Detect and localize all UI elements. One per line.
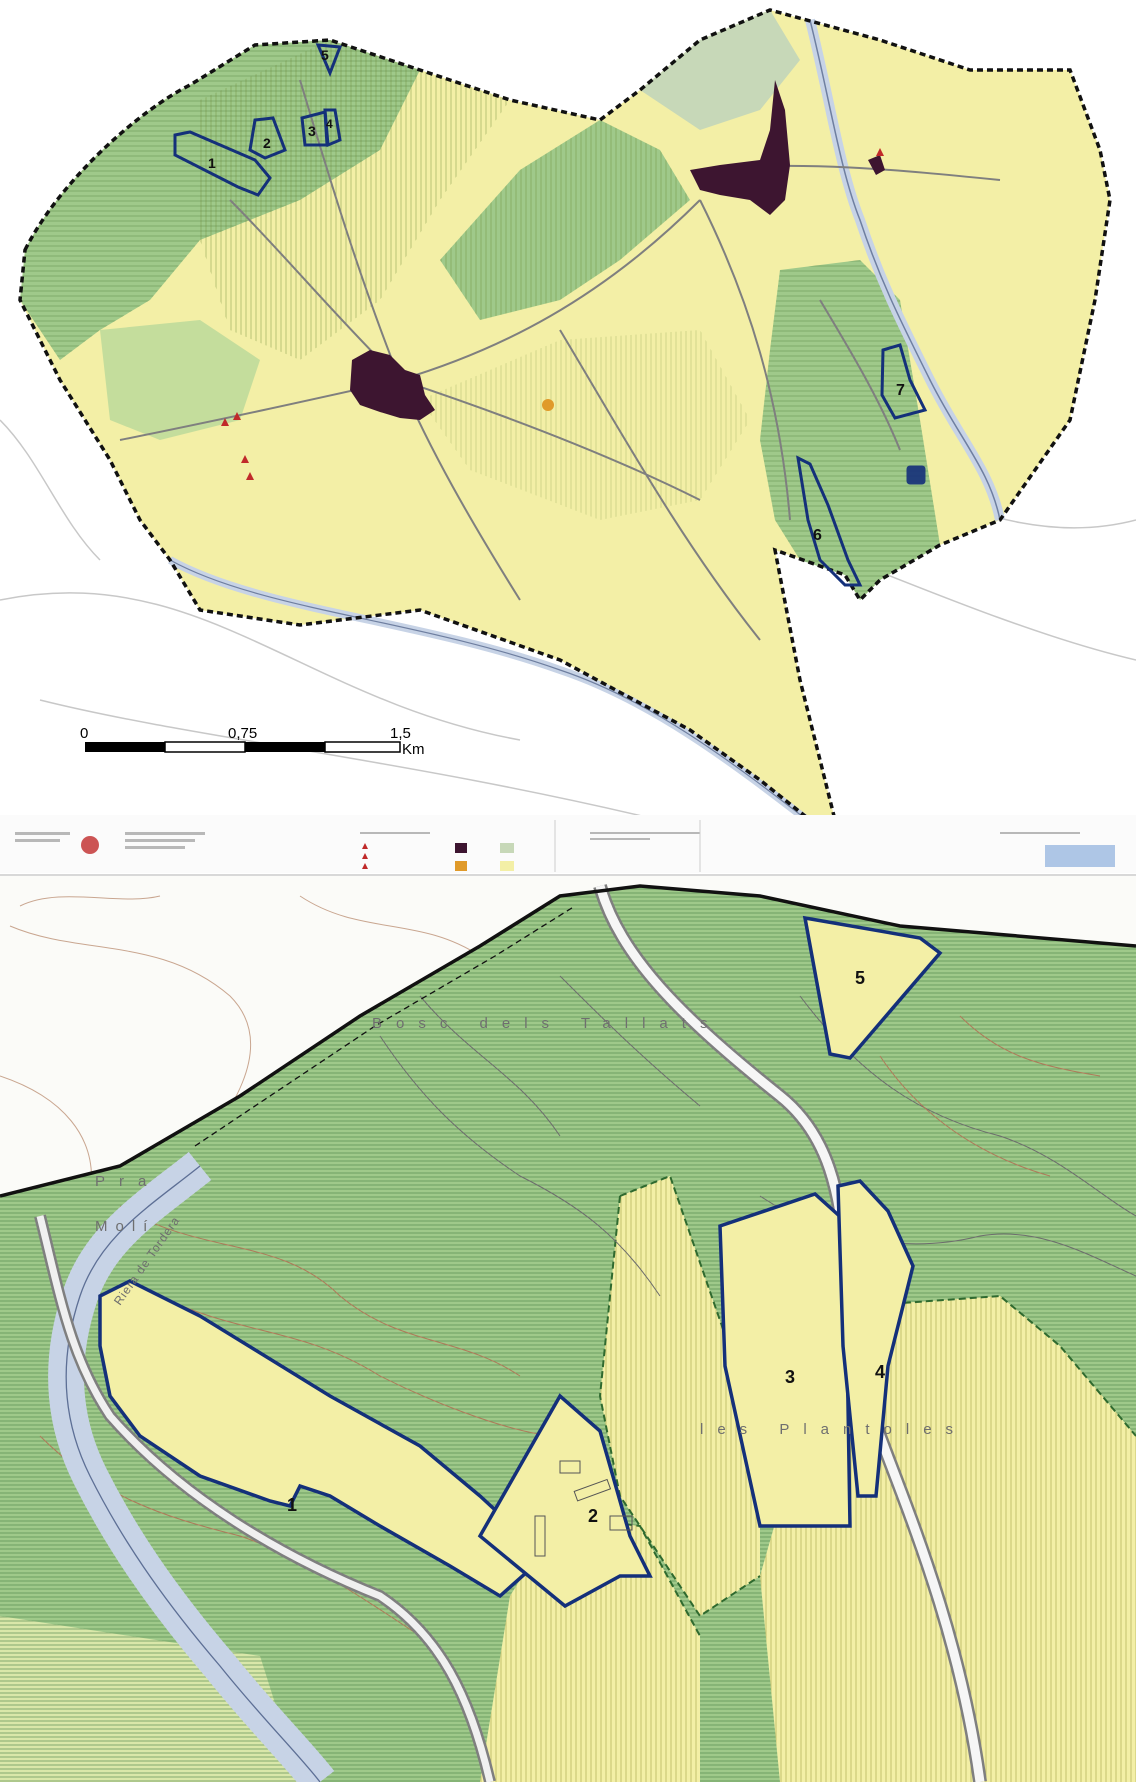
- municipal-boundary-detail: [0, 884, 1136, 1198]
- urban-areas: [350, 80, 885, 420]
- place-name-pra: Pra: [95, 1173, 160, 1190]
- map-legend: [0, 815, 1136, 873]
- scale-bar: 0 0,75 1,5 Km: [80, 725, 425, 758]
- zone-2: [477, 1393, 653, 1609]
- legend-crop-swatch: [500, 861, 514, 871]
- detail-map: 1 2 3 4 5 Bosc dels Tallats les Plantole…: [0, 876, 1136, 1782]
- zone-5: [802, 915, 943, 1060]
- overview-zone-label-6: 6: [813, 527, 822, 544]
- detail-zone-labels: 1 2 3 4 5: [287, 968, 885, 1526]
- municipal-seal: [81, 836, 99, 854]
- legend-stamp: [1045, 845, 1115, 867]
- buildings: [534, 1460, 633, 1557]
- overview-zone-2: [248, 116, 287, 160]
- zone-3: [718, 1192, 852, 1528]
- overview-zone-1: [173, 130, 272, 197]
- overview-zone-7: [880, 343, 928, 420]
- place-name-bosc: Bosc dels Tallats: [372, 1015, 721, 1032]
- overview-zone-label-2: 2: [263, 135, 271, 151]
- overview-zones: [173, 43, 928, 587]
- overview-zone-label-1: 1: [208, 155, 216, 171]
- overview-zone-label-3: 3: [308, 123, 316, 139]
- detail-zone-label-2: 2: [588, 1506, 598, 1526]
- detail-zone-label-5: 5: [855, 968, 865, 988]
- river: [168, 18, 1005, 834]
- detail-zones: [98, 915, 943, 1609]
- legend-urban-swatch: [455, 843, 467, 853]
- overview-zone-8: [906, 465, 926, 485]
- overview-map-panel: 1 2 3 4 5 6 7 0 0,75 1,5 Km: [0, 0, 1136, 876]
- overview-zone-labels: 1 2 3 4 5 6 7: [208, 47, 905, 544]
- detail-map-panel: 1 2 3 4 5 Bosc dels Tallats les Plantole…: [0, 876, 1136, 1782]
- zone-1: [98, 1279, 548, 1599]
- overview-zone-5: [315, 43, 343, 77]
- zone-4: [836, 1179, 915, 1498]
- detail-zone-label-3: 3: [785, 1367, 795, 1387]
- detail-zone-label-4: 4: [875, 1362, 885, 1382]
- legend-forest-swatch: [500, 843, 514, 853]
- overview-map: 1 2 3 4 5 6 7 0 0,75 1,5 Km: [0, 8, 1136, 873]
- legend-heritage-markers: [362, 843, 368, 869]
- overview-zone-label-5: 5: [321, 47, 329, 63]
- place-name-moli: Molí: [95, 1218, 155, 1235]
- heritage-markers: [221, 148, 884, 480]
- overview-zone-6: [796, 455, 863, 587]
- overview-zone-4: [323, 108, 342, 148]
- place-name-plantoles: les Plantoles: [700, 1421, 967, 1438]
- overview-zone-label-7: 7: [896, 382, 905, 399]
- scale-tick-0: 0: [80, 725, 88, 742]
- stream: [48, 1151, 335, 1782]
- municipal-boundary: [18, 8, 1112, 844]
- overview-zone-label-4: 4: [326, 117, 333, 131]
- detail-zone-label-1: 1: [287, 1495, 297, 1515]
- scale-tick-mid: 0,75: [228, 725, 257, 742]
- scale-tick-end: 1,5: [390, 725, 411, 742]
- legend-orange-swatch: [455, 861, 467, 871]
- scale-unit: Km: [402, 741, 425, 758]
